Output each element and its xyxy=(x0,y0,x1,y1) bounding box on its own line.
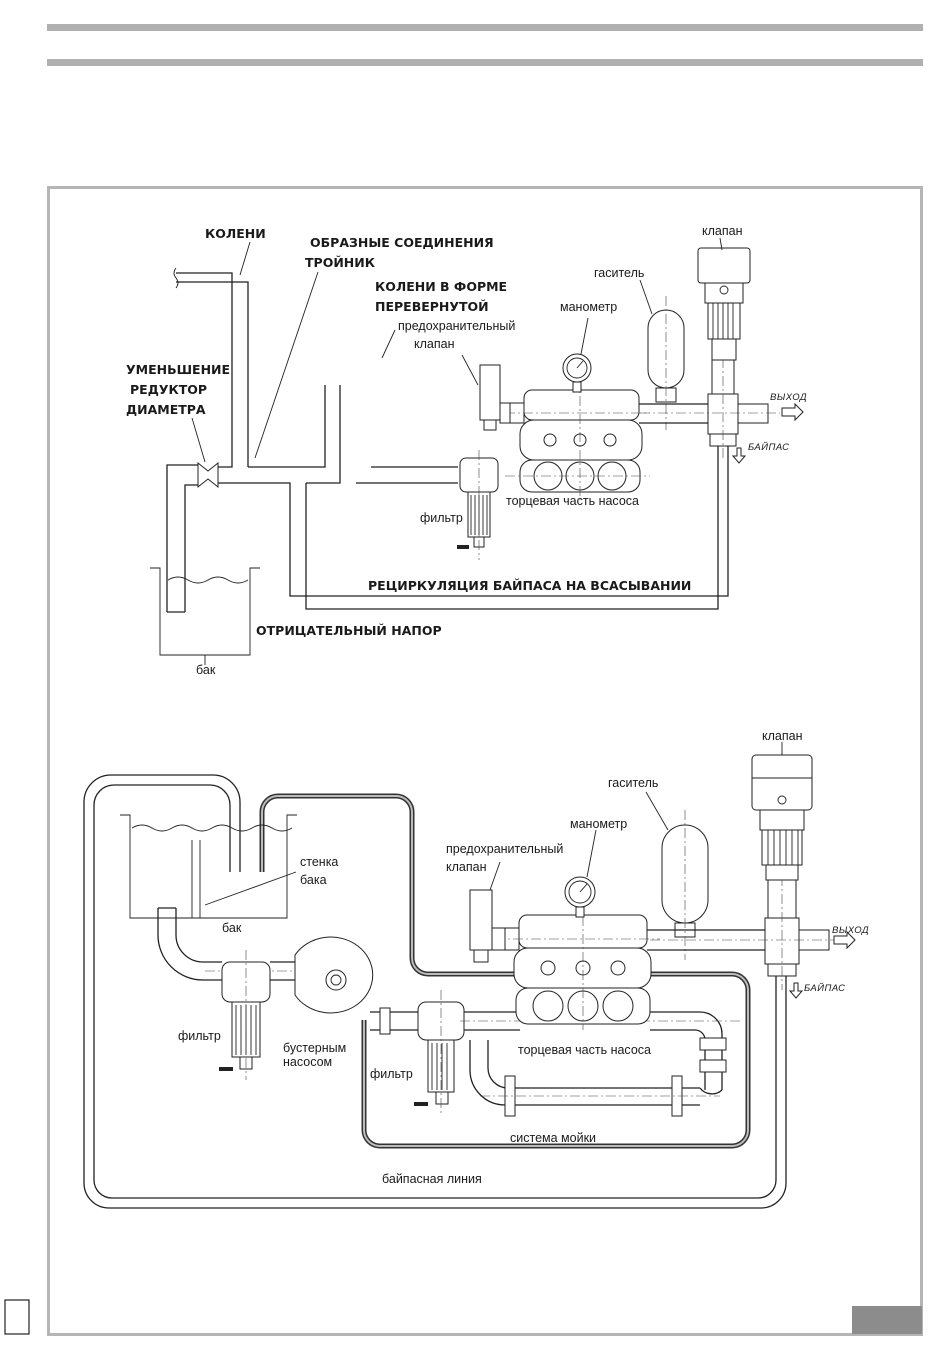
label-reduce-line1: УМЕНЬШЕНИЕ xyxy=(126,362,230,377)
filter-2-right xyxy=(414,990,465,1115)
diagram-2: клапан гаситель манометр предохранительн… xyxy=(83,729,869,1209)
label-bypass-2: БАЙПАС xyxy=(804,982,846,994)
label-wash-system: система мойки xyxy=(510,1131,596,1145)
bypass-arrow-icon-2 xyxy=(788,982,804,999)
label-tee-line1: ОБРАЗНЫЕ СОЕДИНЕНИЯ xyxy=(310,235,494,250)
filter-2-left xyxy=(219,950,271,1080)
label-manometer: манометр xyxy=(560,300,617,314)
label-booster-line2: насосом xyxy=(283,1055,332,1069)
label-wall-line1: стенка xyxy=(300,855,338,869)
label-bypass: БАЙПАС xyxy=(748,441,790,453)
label-koleni: КОЛЕНИ xyxy=(205,226,266,241)
header-bar-bottom xyxy=(47,59,923,66)
pump-2 xyxy=(495,880,660,1030)
label-valve: клапан xyxy=(702,224,743,238)
relief-valve-1 xyxy=(479,364,511,431)
reducer-icon xyxy=(197,461,219,489)
label-relief-line2-2: клапан xyxy=(446,860,487,874)
label-wall-line2: бака xyxy=(300,873,327,887)
unloader-valve-2 xyxy=(751,754,813,881)
label-tank: бак xyxy=(196,663,216,677)
outlet-line-1 xyxy=(639,250,804,464)
page-tab xyxy=(852,1306,922,1334)
label-manometer-2: манометр xyxy=(570,817,627,831)
label-valve-2: клапан xyxy=(762,729,803,743)
label-pump-head-2: торцевая часть насоса xyxy=(518,1043,651,1057)
pointer-lines-1 xyxy=(191,237,723,463)
label-pump-head: торцевая часть насоса xyxy=(506,494,639,508)
label-damper-2: гаситель xyxy=(608,776,658,790)
damper-2 xyxy=(661,810,709,960)
wash-loop-2 xyxy=(460,1011,740,1117)
relief-valve-2 xyxy=(469,889,506,963)
filter-1 xyxy=(457,450,499,560)
label-negative-head: ОТРИЦАТЕЛЬНЫЙ НАПОР xyxy=(256,623,442,638)
bypass-line-2 xyxy=(93,784,777,1199)
label-tank-2: бак xyxy=(222,921,242,935)
label-bypass-line: байпасная линия xyxy=(382,1172,482,1186)
booster-pump-2 xyxy=(294,936,418,1035)
pointer-lines-2 xyxy=(204,742,783,906)
unloader-valve-1 xyxy=(697,247,751,361)
label-booster-line1: бустерным xyxy=(283,1041,346,1055)
damper-1 xyxy=(647,296,685,430)
label-filter-right: фильтр xyxy=(370,1067,413,1081)
manometer-2 xyxy=(564,876,596,918)
manometer-1 xyxy=(562,353,592,393)
label-inverted-line1: КОЛЕНИ В ФОРМЕ xyxy=(375,279,507,294)
label-outlet-2: ВЫХОД xyxy=(832,925,869,936)
tank-2 xyxy=(120,814,297,919)
label-relief-line2: клапан xyxy=(414,337,455,351)
outlet-arrow-icon xyxy=(781,402,804,422)
label-tee-line2: ТРОЙНИК xyxy=(305,255,376,270)
diagram-1: КОЛЕНИ ОБРАЗНЫЕ СОЕДИНЕНИЯ ТРОЙНИК КОЛЕН… xyxy=(126,224,807,677)
suction-pipe-1 xyxy=(166,267,729,613)
label-reduce-line2: РЕДУКТОР xyxy=(130,382,207,397)
label-filter: фильтр xyxy=(420,511,463,525)
outlet-arrow-icon-2 xyxy=(833,930,856,950)
pump-1 xyxy=(505,360,650,500)
label-outlet: ВЫХОД xyxy=(770,392,807,403)
label-relief-line1: предохранительный xyxy=(398,319,515,333)
label-damper: гаситель xyxy=(594,266,644,280)
bypass-arrow-icon xyxy=(731,447,747,464)
outlet-line-2 xyxy=(647,750,856,999)
diagram-frame xyxy=(47,186,923,1336)
label-reduce-line3: ДИАМЕТРА xyxy=(126,402,206,417)
page-number-box xyxy=(4,1299,30,1335)
header-bar-top xyxy=(47,24,923,31)
label-filter-left: фильтр xyxy=(178,1029,221,1043)
tank-1 xyxy=(150,567,260,665)
label-inverted-line2: ПЕРЕВЕРНУТОЙ xyxy=(375,299,489,314)
label-relief-line1-2: предохранительный xyxy=(446,842,563,856)
label-recirculation: РЕЦИРКУЛЯЦИЯ БАЙПАСА НА ВСАСЫВАНИИ xyxy=(368,578,691,593)
